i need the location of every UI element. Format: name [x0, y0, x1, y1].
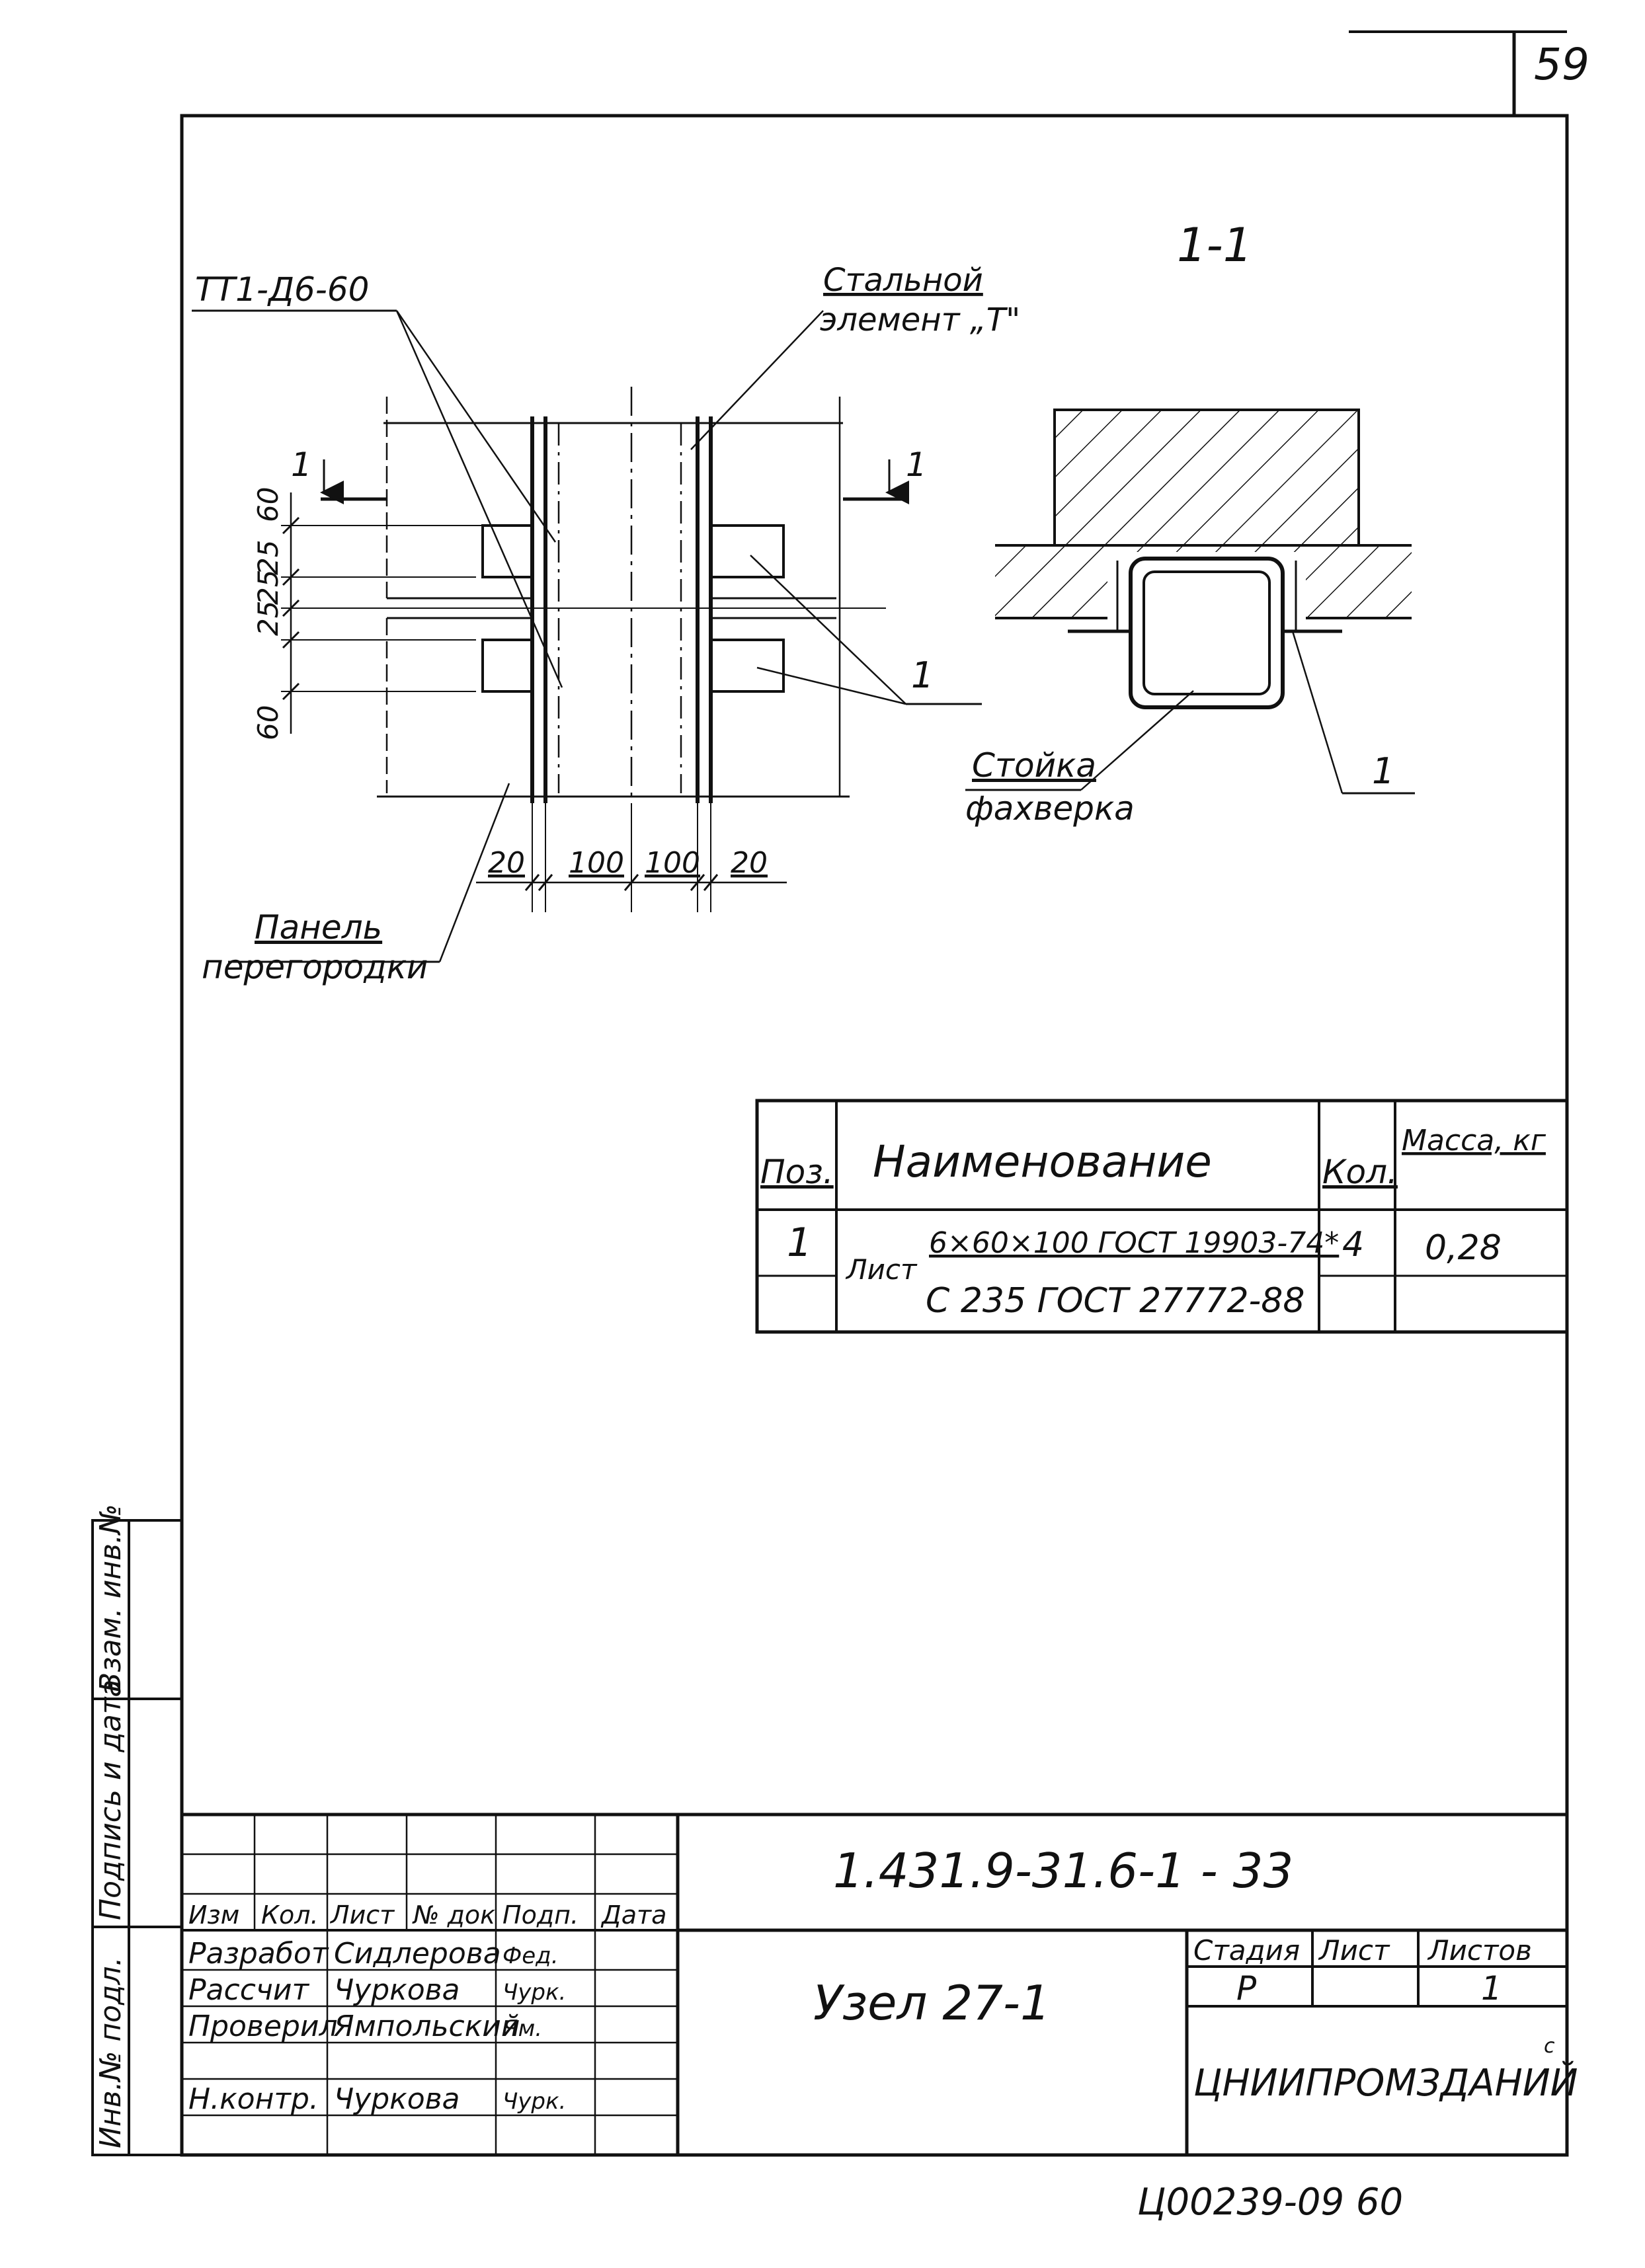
- role-normcontrol: Н.контр.: [188, 2082, 319, 2116]
- title-col-headers: Изм Кол. Лист № док Подп. Дата: [188, 1900, 666, 1930]
- spec-row-name-1: 6×60×100 ГОСТ 19903-74*: [929, 1226, 1339, 1260]
- spec-header-mass: Масса, кг: [1402, 1124, 1546, 1157]
- col-kol: Кол.: [261, 1900, 319, 1930]
- dims-vertical: 60 25 25 25 60: [252, 487, 284, 740]
- name-checked: Ямпольский: [333, 2010, 520, 2043]
- title-block: [182, 1813, 1567, 2155]
- sign-normcontrol: Чурк.: [502, 2088, 566, 2115]
- stage-value: Р: [1236, 1969, 1257, 2008]
- sheets-value: 1: [1481, 1969, 1502, 2008]
- dim-100-left: 100: [569, 846, 624, 880]
- position-callout: 1: [911, 654, 934, 696]
- role-checked: Проверил: [188, 2010, 338, 2043]
- footer-stamp: Ц00239-09 60: [1137, 2181, 1403, 2224]
- dim-25-b: 25: [252, 570, 284, 605]
- col-data: Дата: [600, 1900, 666, 1930]
- dims-horizontal: 20 100 100 20: [488, 846, 768, 880]
- panel-label-1: Панель: [255, 908, 382, 947]
- name-calculated: Чуркова: [334, 1973, 460, 2007]
- steel-element-label-2: элемент „Т": [820, 301, 1020, 338]
- spec-row-mass: 0,28: [1425, 1228, 1502, 1268]
- organization-mark: с: [1544, 2035, 1555, 2058]
- spec-row-pos: 1: [787, 1220, 812, 1266]
- side-sign-label: Подпись и дата: [94, 1680, 128, 1920]
- part-mark-label: ТТ1-Д6-60: [195, 270, 369, 309]
- section-mark-right: 1: [906, 446, 927, 484]
- spec-row-qty: 4: [1342, 1225, 1364, 1265]
- stage-header: Стадия: [1193, 1934, 1300, 1967]
- name-developer: Сидлерова: [334, 1937, 501, 1971]
- dim-60-top: 60: [252, 487, 284, 522]
- section-view: [965, 409, 1415, 795]
- spec-header-qty: Кол.: [1322, 1153, 1398, 1191]
- sign-checked: Ям.: [502, 2015, 542, 2042]
- dim-25-a: 25: [252, 540, 284, 575]
- sheet-header: Лист: [1318, 1934, 1390, 1967]
- spec-header-name: Наименование: [873, 1136, 1212, 1187]
- section-mark-left: 1: [291, 446, 312, 484]
- sheets-header: Листов: [1427, 1934, 1532, 1967]
- sheet-frame: [180, 30, 1569, 2157]
- role-developer: Разработ: [188, 1937, 329, 1971]
- spec-row-name-2: С 235 ГОСТ 27772-88: [926, 1281, 1304, 1321]
- doc-code: 1.431.9-31.6-1 - 33: [833, 1843, 1293, 1898]
- side-inv-label: Инв.№ подл.: [94, 1957, 128, 2148]
- plan-view: [192, 309, 982, 963]
- col-list: Лист: [329, 1900, 395, 1930]
- spec-header-pos: Поз.: [760, 1153, 834, 1191]
- post-label-2: фахверка: [965, 789, 1135, 828]
- dim-60-bottom: 60: [252, 705, 284, 740]
- organization: ЦНИИПРОМЗДАНИЙ: [1193, 2062, 1578, 2105]
- name-normcontrol: Чуркова: [334, 2082, 460, 2116]
- side-strip: [91, 1519, 183, 2156]
- dim-20-right: 20: [731, 846, 768, 880]
- post-label-1: Стойка: [972, 746, 1096, 785]
- role-calculated: Рассчит: [188, 1973, 309, 2007]
- dim-100-right: 100: [645, 846, 700, 880]
- spec-row-prefix: Лист: [845, 1253, 918, 1286]
- col-izm: Изм: [188, 1900, 239, 1930]
- sign-developer: Фед.: [502, 1943, 559, 1969]
- dim-20-left: 20: [488, 846, 525, 880]
- col-ndok: № док: [412, 1900, 495, 1930]
- side-replace-label: Взам. инв.№: [94, 1504, 128, 1692]
- title-people: Разработ Сидлерова Фед. Рассчит Чуркова …: [188, 1937, 566, 2116]
- steel-element-label-1: Стальной: [823, 262, 983, 299]
- sign-calculated: Чурк.: [502, 1979, 566, 2006]
- col-podp: Подп.: [502, 1900, 579, 1930]
- drawing-title: Узел 27-1: [813, 1975, 1051, 2031]
- spec-table: [755, 1099, 1569, 1334]
- panel-label-2: перегородки: [202, 948, 428, 986]
- position-callout-section: 1: [1372, 750, 1394, 792]
- section-label: 1-1: [1177, 218, 1252, 272]
- page-number: 59: [1534, 39, 1589, 90]
- dim-25-c: 25: [252, 601, 284, 636]
